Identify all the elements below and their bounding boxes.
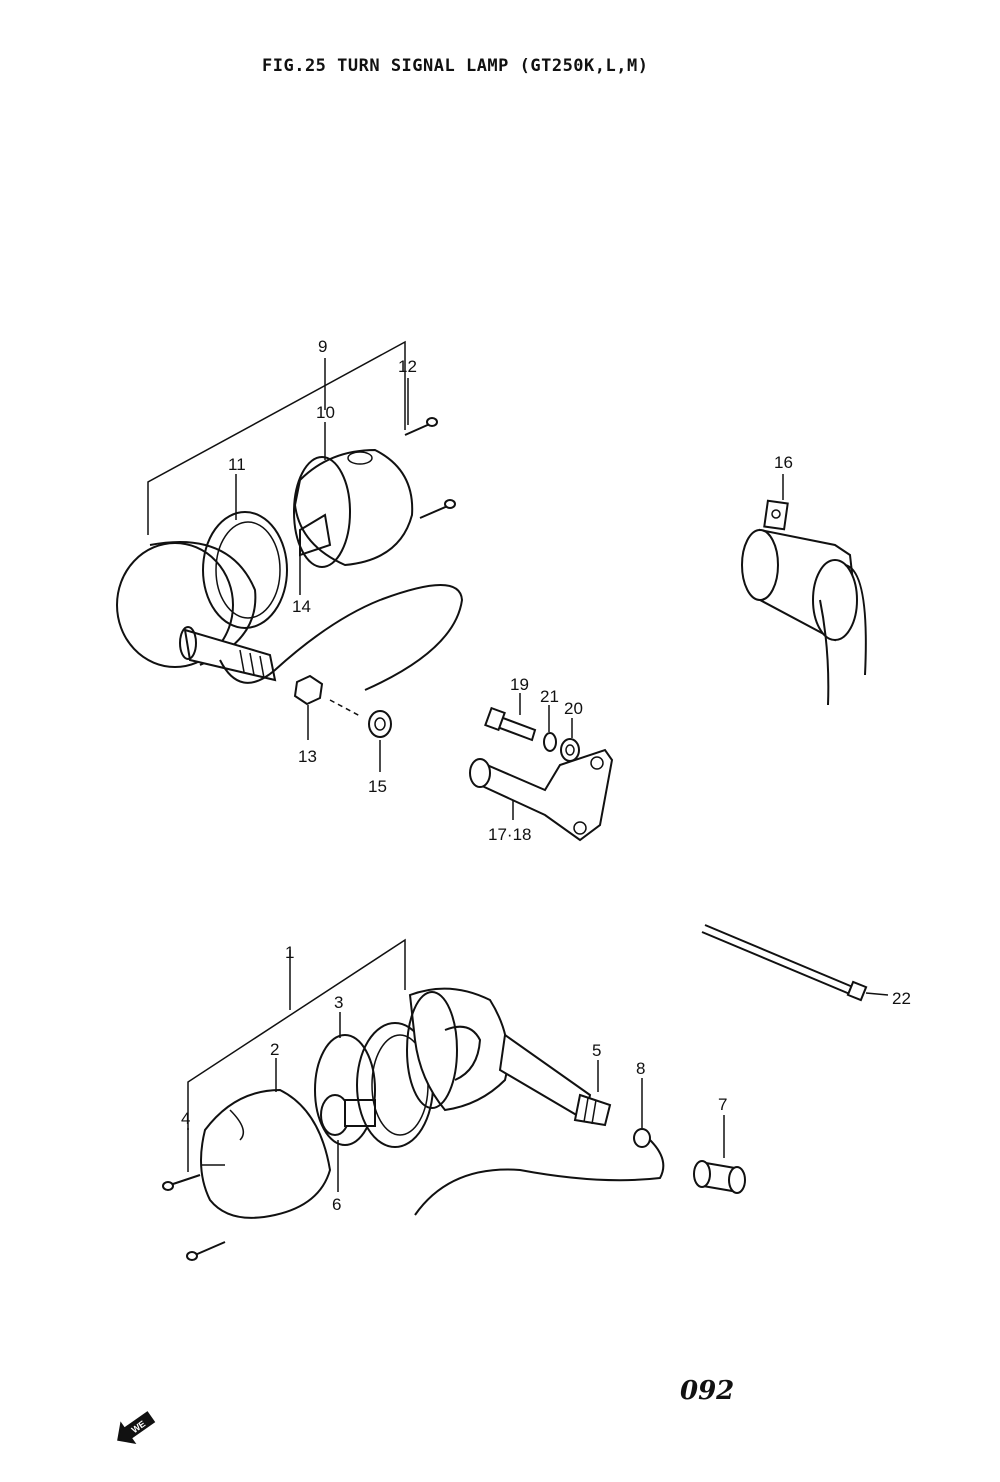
wire-band-22 <box>701 924 889 1002</box>
flasher-relay-16 <box>741 474 867 706</box>
mounting-bracket-17-18 <box>469 706 614 842</box>
callout-5: 5 <box>592 1041 601 1060</box>
callout-1: 1 <box>285 943 294 962</box>
washer-15 <box>368 710 392 738</box>
stud-14 <box>183 628 277 682</box>
housing-lower <box>408 987 509 1112</box>
callout-17-18: 17·18 <box>488 825 531 844</box>
callout-13: 13 <box>298 747 317 766</box>
rim-11 <box>202 511 288 629</box>
callout-10: 10 <box>316 403 335 422</box>
page-code: 092 <box>680 1376 735 1406</box>
callout-3: 3 <box>334 993 343 1012</box>
gasket-3 <box>314 1034 376 1146</box>
callout-15: 15 <box>368 777 387 796</box>
housing-10 <box>293 448 414 567</box>
callout-numbers: 9 12 10 11 14 13 15 16 19 21 20 17·18 22… <box>181 337 911 1214</box>
stem-5 <box>498 1033 592 1122</box>
callout-12: 12 <box>398 357 417 376</box>
callout-19: 19 <box>510 675 529 694</box>
lower-lamp-assembly <box>162 938 746 1261</box>
figure-title: FIG.25 TURN SIGNAL LAMP (GT250K,L,M) <box>262 56 649 76</box>
callout-6: 6 <box>332 1195 341 1214</box>
bracket-9 <box>147 340 406 535</box>
bracket-1 <box>187 938 406 1130</box>
lead-wire-lower <box>414 1139 665 1216</box>
lead-wire-upper <box>219 584 464 691</box>
grommet-8 <box>633 1128 651 1148</box>
callout-leaders <box>187 378 725 1192</box>
lens-2 <box>200 1088 332 1219</box>
callout-20: 20 <box>564 699 583 718</box>
upper-lamp-assembly <box>116 340 464 738</box>
callout-8: 8 <box>636 1059 645 1078</box>
callout-16: 16 <box>774 453 793 472</box>
nut-13 <box>293 674 324 706</box>
callout-11: 11 <box>228 455 246 474</box>
callout-22: 22 <box>892 989 911 1008</box>
callout-21: 21 <box>540 687 559 706</box>
callout-7: 7 <box>718 1095 727 1114</box>
callout-4: 4 <box>181 1109 190 1128</box>
callout-2: 2 <box>270 1040 279 1059</box>
callout-9: 9 <box>318 337 327 356</box>
callout-14: 14 <box>292 597 311 616</box>
direction-arrow-badge: WE <box>117 1411 156 1444</box>
